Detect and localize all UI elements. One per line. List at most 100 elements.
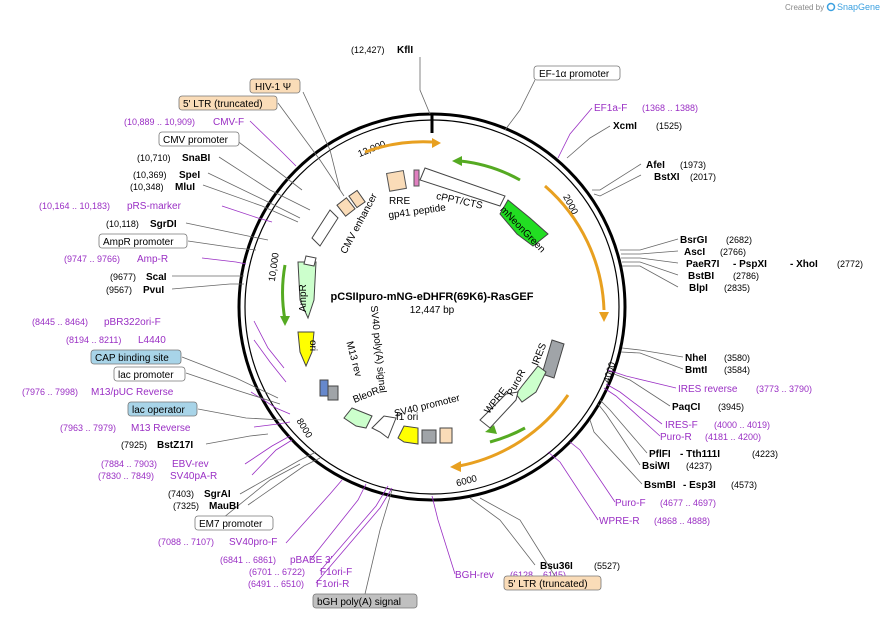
- f1ori-label: f1 ori: [396, 412, 418, 423]
- svg-text:(7884 .. 7903): (7884 .. 7903): [101, 459, 157, 469]
- svg-text:(4181 .. 4200): (4181 .. 4200): [705, 432, 761, 442]
- box-hiv1-psi[interactable]: HIV-1 Ψ: [249, 78, 301, 94]
- box-cap-binding-site[interactable]: CAP binding site: [90, 349, 182, 365]
- sv40pa-shape: [327, 385, 339, 401]
- primer-l4440[interactable]: (8194 .. 8211)L4440: [66, 335, 166, 346]
- svg-text:(3773 .. 3790): (3773 .. 3790): [756, 384, 812, 394]
- primer-puro-r[interactable]: Puro-R(4181 .. 4200): [660, 432, 761, 443]
- primer-amp-r[interactable]: (9747 .. 9766)Amp-R: [64, 254, 168, 265]
- box-leaders: [181, 79, 556, 595]
- svg-text:(2835): (2835): [724, 283, 750, 293]
- primer-m13-puc-reverse[interactable]: (7976 .. 7998)M13/pUC Reverse: [22, 387, 174, 398]
- box-ampr-promoter[interactable]: AmpR promoter: [98, 233, 188, 249]
- enzyme-bsmbi[interactable]: BsmBI- Esp3I(4573): [644, 480, 757, 491]
- svg-text:(10,118): (10,118): [106, 219, 139, 229]
- enzyme-bsrgi[interactable]: BsrGI(2682): [680, 235, 752, 246]
- enzyme-asci[interactable]: AscI(2766): [684, 247, 746, 258]
- svg-text:(10,889 .. 10,909): (10,889 .. 10,909): [124, 117, 195, 127]
- enzyme-nhei[interactable]: NheI(3580): [685, 353, 750, 364]
- svg-text:BsiWI: BsiWI: [642, 461, 670, 472]
- svg-text:SV40pA-R: SV40pA-R: [170, 471, 217, 482]
- m13rev-shape: [319, 379, 329, 397]
- svg-text:BstXI: BstXI: [654, 172, 680, 183]
- enzyme-maubi[interactable]: (7325)MauBI: [173, 501, 239, 512]
- primer-pbr322ori-f[interactable]: (8445 .. 8464)pBR322ori-F: [32, 317, 161, 328]
- enzyme-spei[interactable]: (10,369)SpeI: [133, 170, 200, 181]
- primer-f1ori-r[interactable]: (6491 .. 6510)F1ori-R: [248, 579, 349, 590]
- svg-text:(7963 .. 7979): (7963 .. 7979): [60, 423, 116, 433]
- wpre-shape: [479, 391, 519, 429]
- primer-pbabe3[interactable]: (6841 .. 6861)pBABE 3': [220, 555, 333, 566]
- primer-ebv-rev[interactable]: (7884 .. 7903)EBV-rev: [101, 459, 209, 470]
- bleor-shape: [343, 407, 373, 429]
- svg-text:(9747 .. 9766): (9747 .. 9766): [64, 254, 120, 264]
- svg-text:(2772): (2772): [837, 259, 863, 269]
- ampr-label: AmpR: [298, 284, 309, 312]
- enzyme-pflfi[interactable]: PflFI- Tth111I(4223): [649, 449, 778, 460]
- green-arc-top: [452, 156, 521, 182]
- enzyme-bsu36i[interactable]: Bsu36I (5527): [540, 561, 620, 572]
- enzyme-xcmi[interactable]: XcmI(1525): [613, 121, 682, 132]
- plasmid-name: pCSIIpuro-mNG-eDHFR(69K6)-RasGEF: [331, 291, 534, 303]
- box-5ltr-right[interactable]: 5' LTR (truncated): [503, 575, 602, 591]
- box-em7-promoter[interactable]: EM7 promoter: [194, 515, 274, 531]
- svg-text:lac operator: lac operator: [132, 405, 185, 416]
- enzyme-kfli[interactable]: (12,427)KflI: [351, 45, 413, 56]
- svg-text:BsmBI: BsmBI: [644, 480, 676, 491]
- svg-text:(8194 .. 8211): (8194 .. 8211): [66, 335, 121, 345]
- ampr-promoter-shape: [303, 255, 317, 267]
- box-cmv-promoter[interactable]: CMV promoter: [158, 131, 240, 147]
- rre-shape: [385, 169, 408, 192]
- svg-text:M13 Reverse: M13 Reverse: [131, 423, 191, 434]
- svg-text:IRES reverse: IRES reverse: [678, 384, 738, 395]
- primer-sv40pa-r[interactable]: (7830 .. 7849)SV40pA-R: [98, 471, 217, 482]
- svg-text:EF-1α promoter: EF-1α promoter: [539, 69, 610, 80]
- svg-text:pBABE 3': pBABE 3': [290, 555, 333, 566]
- primer-ires-f[interactable]: IRES-F(4000 .. 4019): [665, 420, 770, 431]
- enzyme-bstz17i[interactable]: (7925)BstZ17I: [121, 440, 193, 451]
- ltr-arc-bottom: [450, 394, 570, 472]
- svg-text:(7088 .. 7107): (7088 .. 7107): [158, 537, 214, 547]
- enzyme-scai[interactable]: (9677)ScaI: [110, 272, 167, 283]
- primer-m13-reverse[interactable]: (7963 .. 7979) M13 Reverse: [60, 423, 191, 434]
- svg-text:(2786): (2786): [733, 271, 759, 281]
- svg-text:(4223): (4223): [752, 449, 778, 459]
- enzyme-bstbi[interactable]: BstBI(2786): [688, 271, 759, 282]
- box-bgh-polya[interactable]: bGH poly(A) signal: [312, 593, 418, 609]
- primer-sv40pro-f[interactable]: (7088 .. 7107)SV40pro-F: [158, 537, 277, 548]
- primer-ef1a-f[interactable]: EF1a-F(1368 .. 1388): [594, 103, 698, 114]
- box-lac-promoter[interactable]: lac promoter: [113, 366, 186, 382]
- enzyme-mlui[interactable]: (10,348)MluI: [130, 182, 195, 193]
- primer-cmv-f[interactable]: (10,889 .. 10,909)CMV-F: [124, 117, 244, 128]
- enzyme-paer7i[interactable]: PaeR7I- PspXI- XhoI(2772): [686, 259, 863, 270]
- enzyme-paqci[interactable]: PaqCI(3945): [672, 402, 744, 413]
- svg-text:SnaBI: SnaBI: [182, 153, 211, 164]
- primer-f1ori-f[interactable]: (6701 .. 6722)F1ori-F: [249, 567, 352, 578]
- enzyme-bmti[interactable]: BmtI(3584): [685, 365, 750, 376]
- svg-text:MluI: MluI: [175, 182, 195, 193]
- primer-ires-reverse[interactable]: IRES reverse (3773 .. 3790): [678, 384, 812, 395]
- primer-prs-marker[interactable]: (10,164 .. 10,183)pRS-marker: [39, 201, 182, 212]
- green-arc-bottom: [485, 425, 526, 444]
- enzyme-snabi[interactable]: (10,710) SnaBI: [137, 153, 211, 164]
- svg-text:(7925): (7925): [121, 440, 147, 450]
- box-5ltr-left[interactable]: 5' LTR (truncated): [178, 95, 278, 111]
- enzyme-sgrai[interactable]: (7403)SgrAI: [168, 489, 231, 500]
- primer-bgh-rev[interactable]: BGH-rev(6128 .. 6145): [455, 570, 566, 581]
- enzyme-sgrdi[interactable]: (10,118)SgrDI: [106, 219, 177, 230]
- primer-puro-f[interactable]: Puro-F(4677 .. 4697): [615, 498, 716, 509]
- svg-text:Puro-F: Puro-F: [615, 498, 646, 509]
- svg-text:lac promoter: lac promoter: [118, 370, 174, 381]
- enzyme-bstxi[interactable]: BstXI(2017): [654, 172, 716, 183]
- primer-wpre-r[interactable]: WPRE-R(4868 .. 4888): [599, 516, 710, 527]
- svg-text:(10,710): (10,710): [137, 153, 171, 163]
- enzyme-pvui[interactable]: (9567)PvuI: [106, 285, 164, 296]
- box-lac-operator[interactable]: lac operator: [127, 401, 198, 417]
- box-ef1a-promoter[interactable]: EF-1α promoter: [533, 65, 621, 81]
- svg-text:Bsu36I: Bsu36I: [540, 561, 573, 572]
- enzyme-afei[interactable]: AfeI(1973): [646, 160, 706, 171]
- enzyme-blpi[interactable]: BlpI(2835): [689, 283, 750, 294]
- ires-shape: [541, 339, 565, 379]
- enzyme-bsiwi[interactable]: BsiWI(4237): [642, 461, 712, 472]
- svg-text:(5527): (5527): [594, 561, 620, 571]
